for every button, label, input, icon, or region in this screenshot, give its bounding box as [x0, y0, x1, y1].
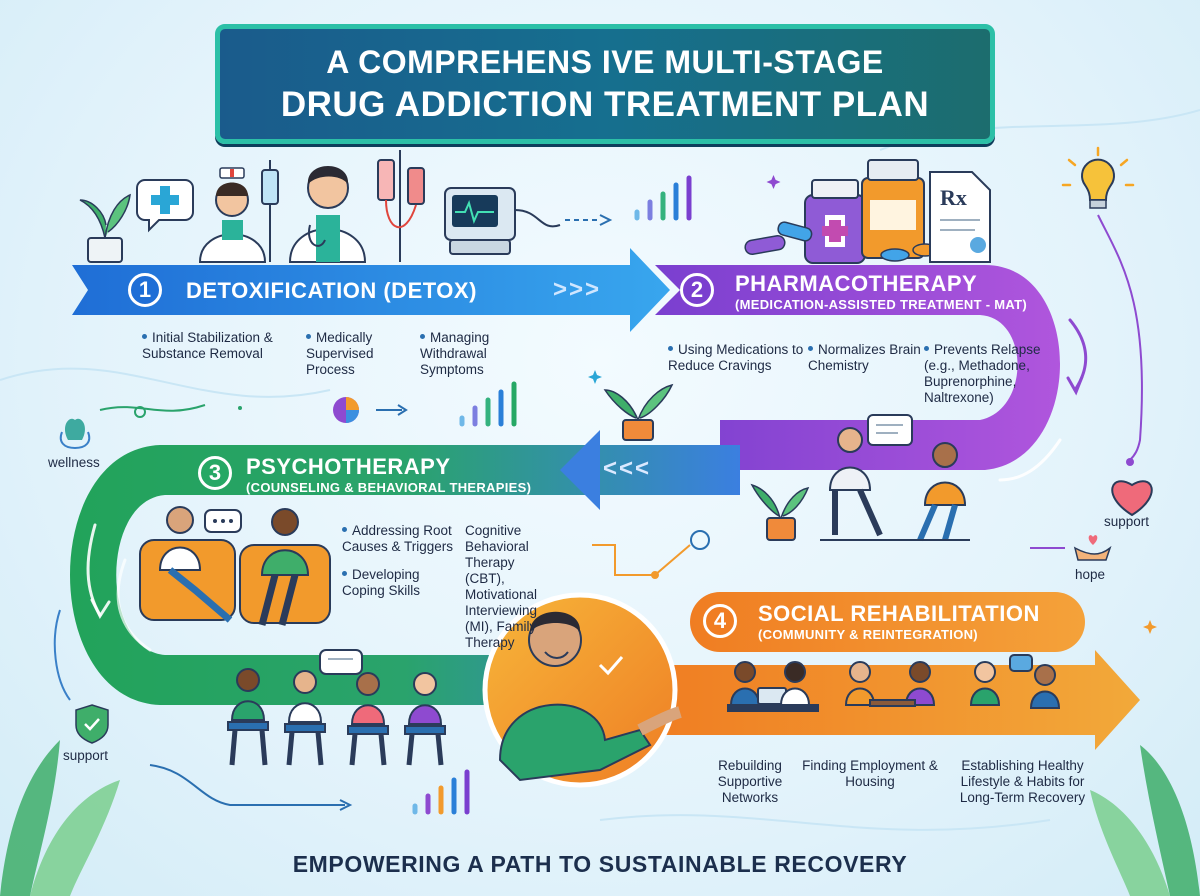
bottom-flow-arrow — [149, 764, 353, 811]
stage-2-bullet-2: Normalizes Brain Chemistry — [808, 342, 921, 373]
stage-1-chevrons: >>> — [553, 276, 602, 303]
stage-3-chevrons: <<< — [603, 455, 652, 482]
stage-2-bullet-3: Prevents Relapse (e.g., Methadone, Bupre… — [924, 342, 1041, 405]
title-line-1: A COMPREHENS IVE MULTI-STAGE — [326, 43, 884, 80]
wellness-icon — [59, 404, 242, 450]
growth-bars-bottom — [412, 769, 470, 815]
sparkle-icons — [588, 175, 1157, 634]
counseling-pair-illustration — [820, 414, 970, 542]
heart-icon — [1111, 480, 1153, 517]
nurse-illustration — [198, 167, 267, 263]
flow-arrows — [86, 318, 1088, 652]
network-line-icon — [592, 530, 710, 579]
stage-1-bullet-3: Managing Withdrawal Symptoms — [420, 330, 490, 377]
stage-1-number: 1 — [128, 273, 162, 307]
stage-3-bullet-3: Cognitive Behavioral Therapy (CBT), Moti… — [465, 523, 538, 650]
social-groups-illustration — [727, 654, 1061, 712]
stage-3-bullet-2: Developing Coping Skills — [342, 567, 421, 598]
stage-2-number: 2 — [680, 273, 714, 307]
growth-bars-top — [634, 175, 692, 221]
pie-chart-icon — [333, 397, 408, 423]
hope-label: hope — [1075, 567, 1106, 582]
stage-3-subtitle: (COUNSELING & BEHAVIORAL THERAPIES) — [246, 480, 532, 495]
stage-1-title: DETOXIFICATION (DETOX) — [186, 278, 477, 303]
stage-4-header — [690, 592, 1085, 652]
wellness-label: wellness — [48, 455, 100, 470]
doctor-illustration — [288, 166, 367, 263]
lightbulb-icon — [1061, 146, 1143, 466]
stage-3-title: PSYCHOTHERAPY — [246, 454, 451, 479]
stage-3-number: 3 — [198, 456, 232, 490]
stage-4-bullet-1: Rebuilding Supportive Networks — [717, 758, 783, 805]
stage-2-bullet-1: Using Medications to Reduce Cravings — [668, 342, 804, 373]
stage-1-bullet-1: Initial Stabilization & Substance Remova… — [142, 330, 273, 361]
support-label-left: support — [63, 748, 109, 763]
ribbon-psycho — [70, 430, 740, 705]
medication-illustration — [744, 159, 938, 264]
therapy-session-illustration — [139, 506, 331, 626]
stage-4-number: 4 — [703, 604, 737, 638]
title-banner: A COMPREHENS IVE MULTI-STAGE DRUG ADDICT… — [215, 24, 995, 144]
stage-4-subtitle: (COMMUNITY & REINTEGRATION) — [758, 627, 978, 642]
stage-4-title: SOCIAL REHABILITATION — [758, 601, 1040, 626]
stage-4-bullet-2: Finding Employment & Housing — [802, 758, 938, 789]
footer-tagline: EMPOWERING A PATH TO SUSTAINABLE RECOVER… — [292, 851, 908, 877]
rx-text: Rx — [940, 185, 967, 210]
foliage-right — [1090, 745, 1200, 896]
shield-check-icon — [53, 609, 109, 744]
group-therapy-illustration — [227, 649, 446, 766]
ribbon-detox — [72, 248, 670, 332]
stage-2-subtitle: (MEDICATION-ASSISTED TREATMENT - MAT) — [735, 297, 1028, 312]
stage-4-bullet-3: Establishing Healthy Lifestyle & Habits … — [959, 758, 1086, 805]
growth-bars-mid — [459, 381, 517, 427]
hope-hand-icon — [1030, 535, 1112, 561]
title-line-2: DRUG ADDICTION TREATMENT PLAN — [280, 84, 930, 124]
foliage-left — [0, 740, 120, 896]
prescription-icon: Rx — [929, 171, 991, 263]
plant-mid — [603, 383, 674, 441]
handshake-circle-illustration — [482, 592, 682, 788]
stage-1-bullet-2: Medically Supervised Process — [306, 330, 374, 377]
plant-stage2 — [750, 483, 810, 541]
plant-left — [79, 193, 131, 263]
medical-cross-icon — [136, 179, 194, 233]
stage-2-title: PHARMACOTHERAPY — [735, 271, 978, 296]
stage-3-bullet-1: Addressing Root Causes & Triggers — [342, 523, 454, 554]
support-label-right: support — [1104, 514, 1150, 529]
iv-stand-illustration — [261, 150, 425, 262]
heart-monitor-icon — [444, 187, 613, 255]
